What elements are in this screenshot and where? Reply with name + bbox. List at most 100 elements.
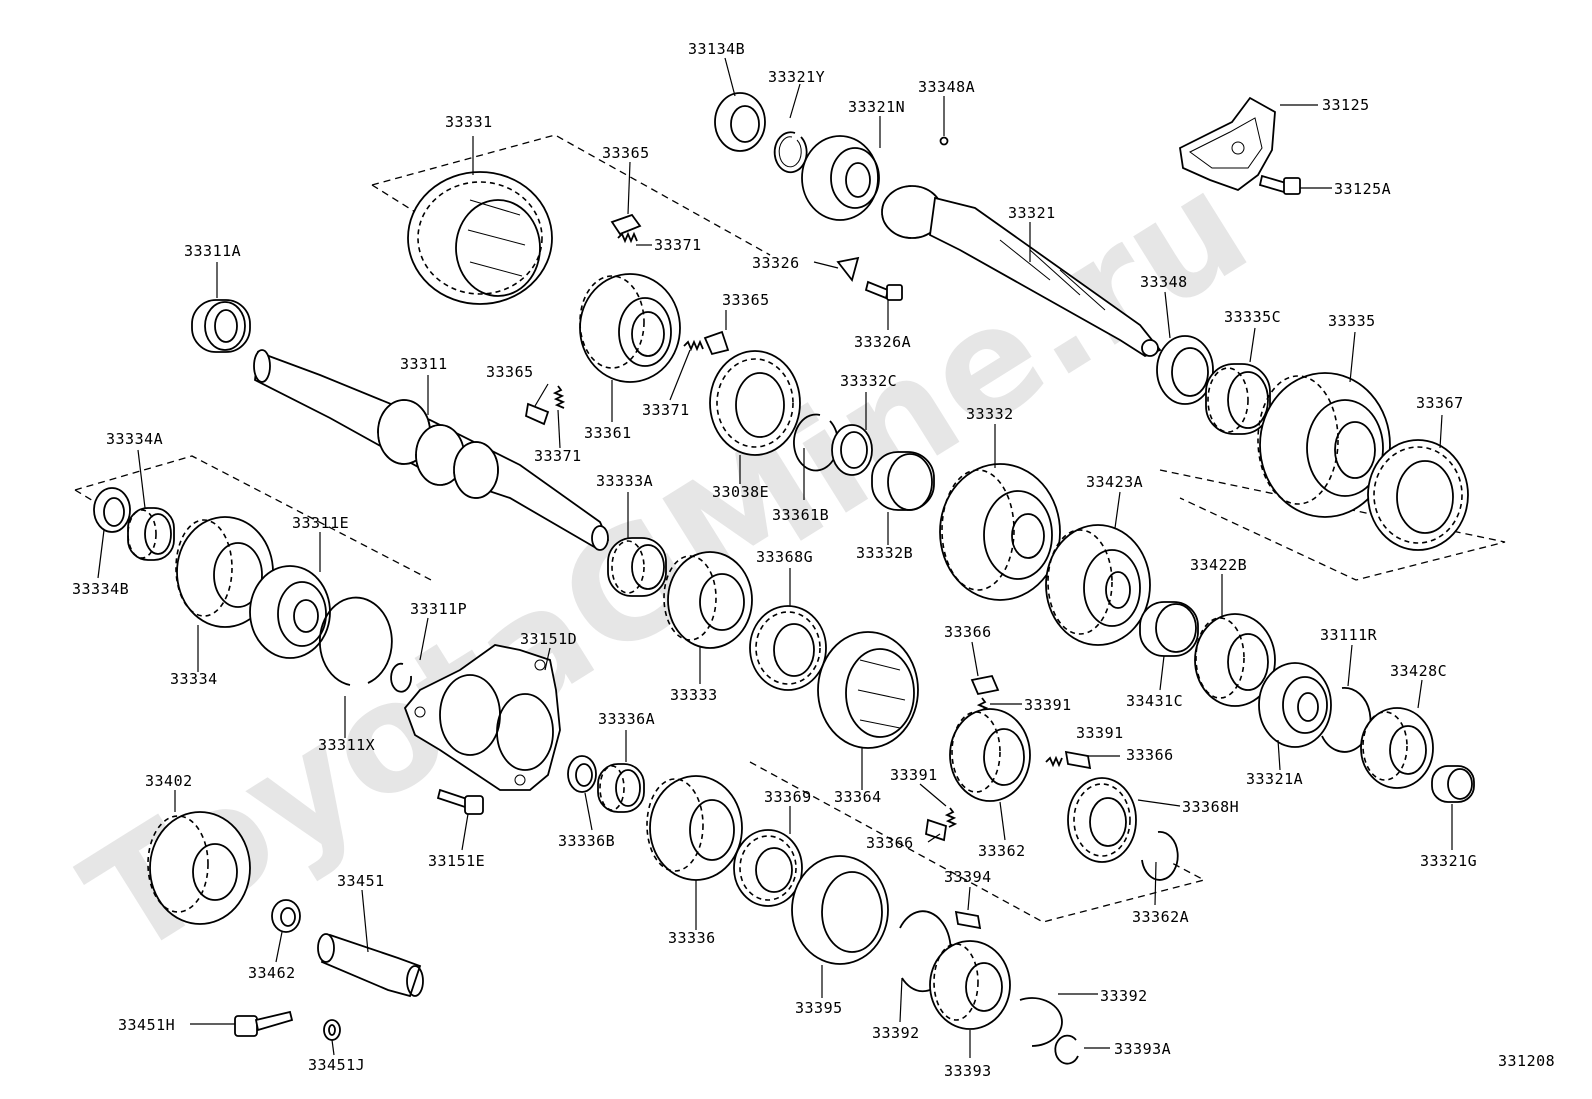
part-33393[interactable] [929,940,1011,1030]
label-33038e[interactable]: 33038E [712,483,769,501]
part-33402[interactable] [147,811,251,925]
part-33371-low[interactable] [552,385,566,409]
part-33125[interactable] [1179,96,1276,192]
label-33366-b[interactable]: 33366 [1126,746,1174,764]
part-33311[interactable] [253,349,610,551]
label-33391-c[interactable]: 33391 [890,766,938,784]
label-33311p[interactable]: 33311P [410,600,467,618]
part-33321y[interactable] [773,131,808,174]
label-33365-mid[interactable]: 33365 [722,291,770,309]
part-33362[interactable] [949,708,1031,802]
part-33151d[interactable] [403,644,561,791]
label-33451[interactable]: 33451 [337,872,385,890]
label-33333[interactable]: 33333 [670,686,718,704]
part-33364[interactable] [817,631,919,749]
label-33321y[interactable]: 33321Y [768,68,825,86]
part-33451[interactable] [317,933,424,998]
label-33331[interactable]: 33331 [445,113,493,131]
label-33321g[interactable]: 33321G [1420,852,1477,870]
part-33462[interactable] [271,899,301,933]
label-33368g[interactable]: 33368G [756,548,813,566]
part-33336[interactable] [646,775,743,881]
label-33393[interactable]: 33393 [944,1062,992,1080]
label-33361[interactable]: 33361 [584,424,632,442]
part-33332c[interactable] [831,424,873,476]
label-33332c[interactable]: 33332C [840,372,897,390]
part-33366-left[interactable] [925,818,947,842]
part-33348[interactable] [1156,335,1214,405]
label-33366-a[interactable]: 33366 [944,623,992,641]
part-33334b[interactable] [93,487,131,533]
part-33393a[interactable] [1054,1034,1079,1065]
label-33311x[interactable]: 33311X [318,736,375,754]
label-33321n[interactable]: 33321N [848,98,905,116]
label-33335[interactable]: 33335 [1328,312,1376,330]
label-33393a[interactable]: 33393A [1114,1040,1171,1058]
label-33311a[interactable]: 33311A [184,242,241,260]
label-33336b[interactable]: 33336B [558,832,615,850]
part-33331[interactable] [407,171,553,305]
part-33332b[interactable] [871,451,935,511]
part-33361[interactable] [579,273,681,383]
label-33392-b[interactable]: 33392 [872,1024,920,1042]
label-33392-a[interactable]: 33392 [1100,987,1148,1005]
label-33364[interactable]: 33364 [834,788,882,806]
label-33111r[interactable]: 33111R [1320,626,1378,644]
label-33395[interactable]: 33395 [795,999,843,1017]
label-33321[interactable]: 33321 [1008,204,1056,222]
part-33369[interactable] [733,829,803,907]
part-33333[interactable] [663,551,753,649]
label-33348[interactable]: 33348 [1140,273,1188,291]
part-33321[interactable] [881,185,1162,358]
part-33365-low[interactable] [524,402,550,426]
label-33369[interactable]: 33369 [764,788,812,806]
part-33332[interactable] [939,463,1061,601]
part-33392-right[interactable] [1019,997,1063,1047]
label-33311e[interactable]: 33311E [292,514,349,532]
label-33134b[interactable]: 33134B [688,40,745,58]
part-33367[interactable] [1367,439,1469,551]
label-33336a[interactable]: 33336A [598,710,655,728]
part-33151e[interactable] [436,788,484,815]
label-33365-top[interactable]: 33365 [602,144,650,162]
label-33334a[interactable]: 33334A [106,430,163,448]
part-33125a[interactable] [1258,174,1301,195]
label-33394[interactable]: 33394 [944,868,992,886]
label-33451h[interactable]: 33451H [118,1016,175,1034]
part-33348a[interactable] [939,136,949,146]
label-33423a[interactable]: 33423A [1086,473,1143,491]
label-33336[interactable]: 33336 [668,929,716,947]
label-33391-a[interactable]: 33391 [1024,696,1072,714]
label-33431c[interactable]: 33431C [1126,692,1183,710]
part-33365-mid[interactable] [703,330,730,356]
part-33391-left[interactable] [944,807,958,828]
label-33365-low[interactable]: 33365 [486,363,534,381]
part-33334a[interactable] [127,507,175,561]
part-33134b[interactable] [714,92,766,152]
part-33335[interactable] [1257,372,1391,518]
part-33371-mid[interactable] [683,339,704,352]
label-33333a[interactable]: 33333A [596,472,653,490]
part-33362a[interactable] [1141,831,1179,881]
part-33321a[interactable] [1258,662,1332,748]
label-33368h[interactable]: 33368H [1182,798,1239,816]
label-33462[interactable]: 33462 [248,964,296,982]
label-33151e[interactable]: 33151E [428,852,485,870]
part-33451h[interactable] [234,1010,294,1037]
label-33362[interactable]: 33362 [978,842,1026,860]
label-33422b[interactable]: 33422B [1190,556,1247,574]
part-33038e[interactable] [709,350,801,456]
label-33348a[interactable]: 33348A [918,78,975,96]
part-33394[interactable] [954,910,982,930]
part-33365-top[interactable] [610,213,642,236]
part-33326[interactable] [836,256,860,282]
part-33311e[interactable] [249,565,331,659]
label-33428c[interactable]: 33428C [1390,662,1447,680]
part-33311p[interactable] [390,662,412,693]
label-33332b[interactable]: 33332B [856,544,913,562]
part-33451j[interactable] [323,1019,341,1041]
part-33391-right[interactable] [1045,755,1063,768]
label-33151d[interactable]: 33151D [520,630,577,648]
part-33336a[interactable] [597,763,645,813]
part-33321g[interactable] [1431,765,1475,803]
